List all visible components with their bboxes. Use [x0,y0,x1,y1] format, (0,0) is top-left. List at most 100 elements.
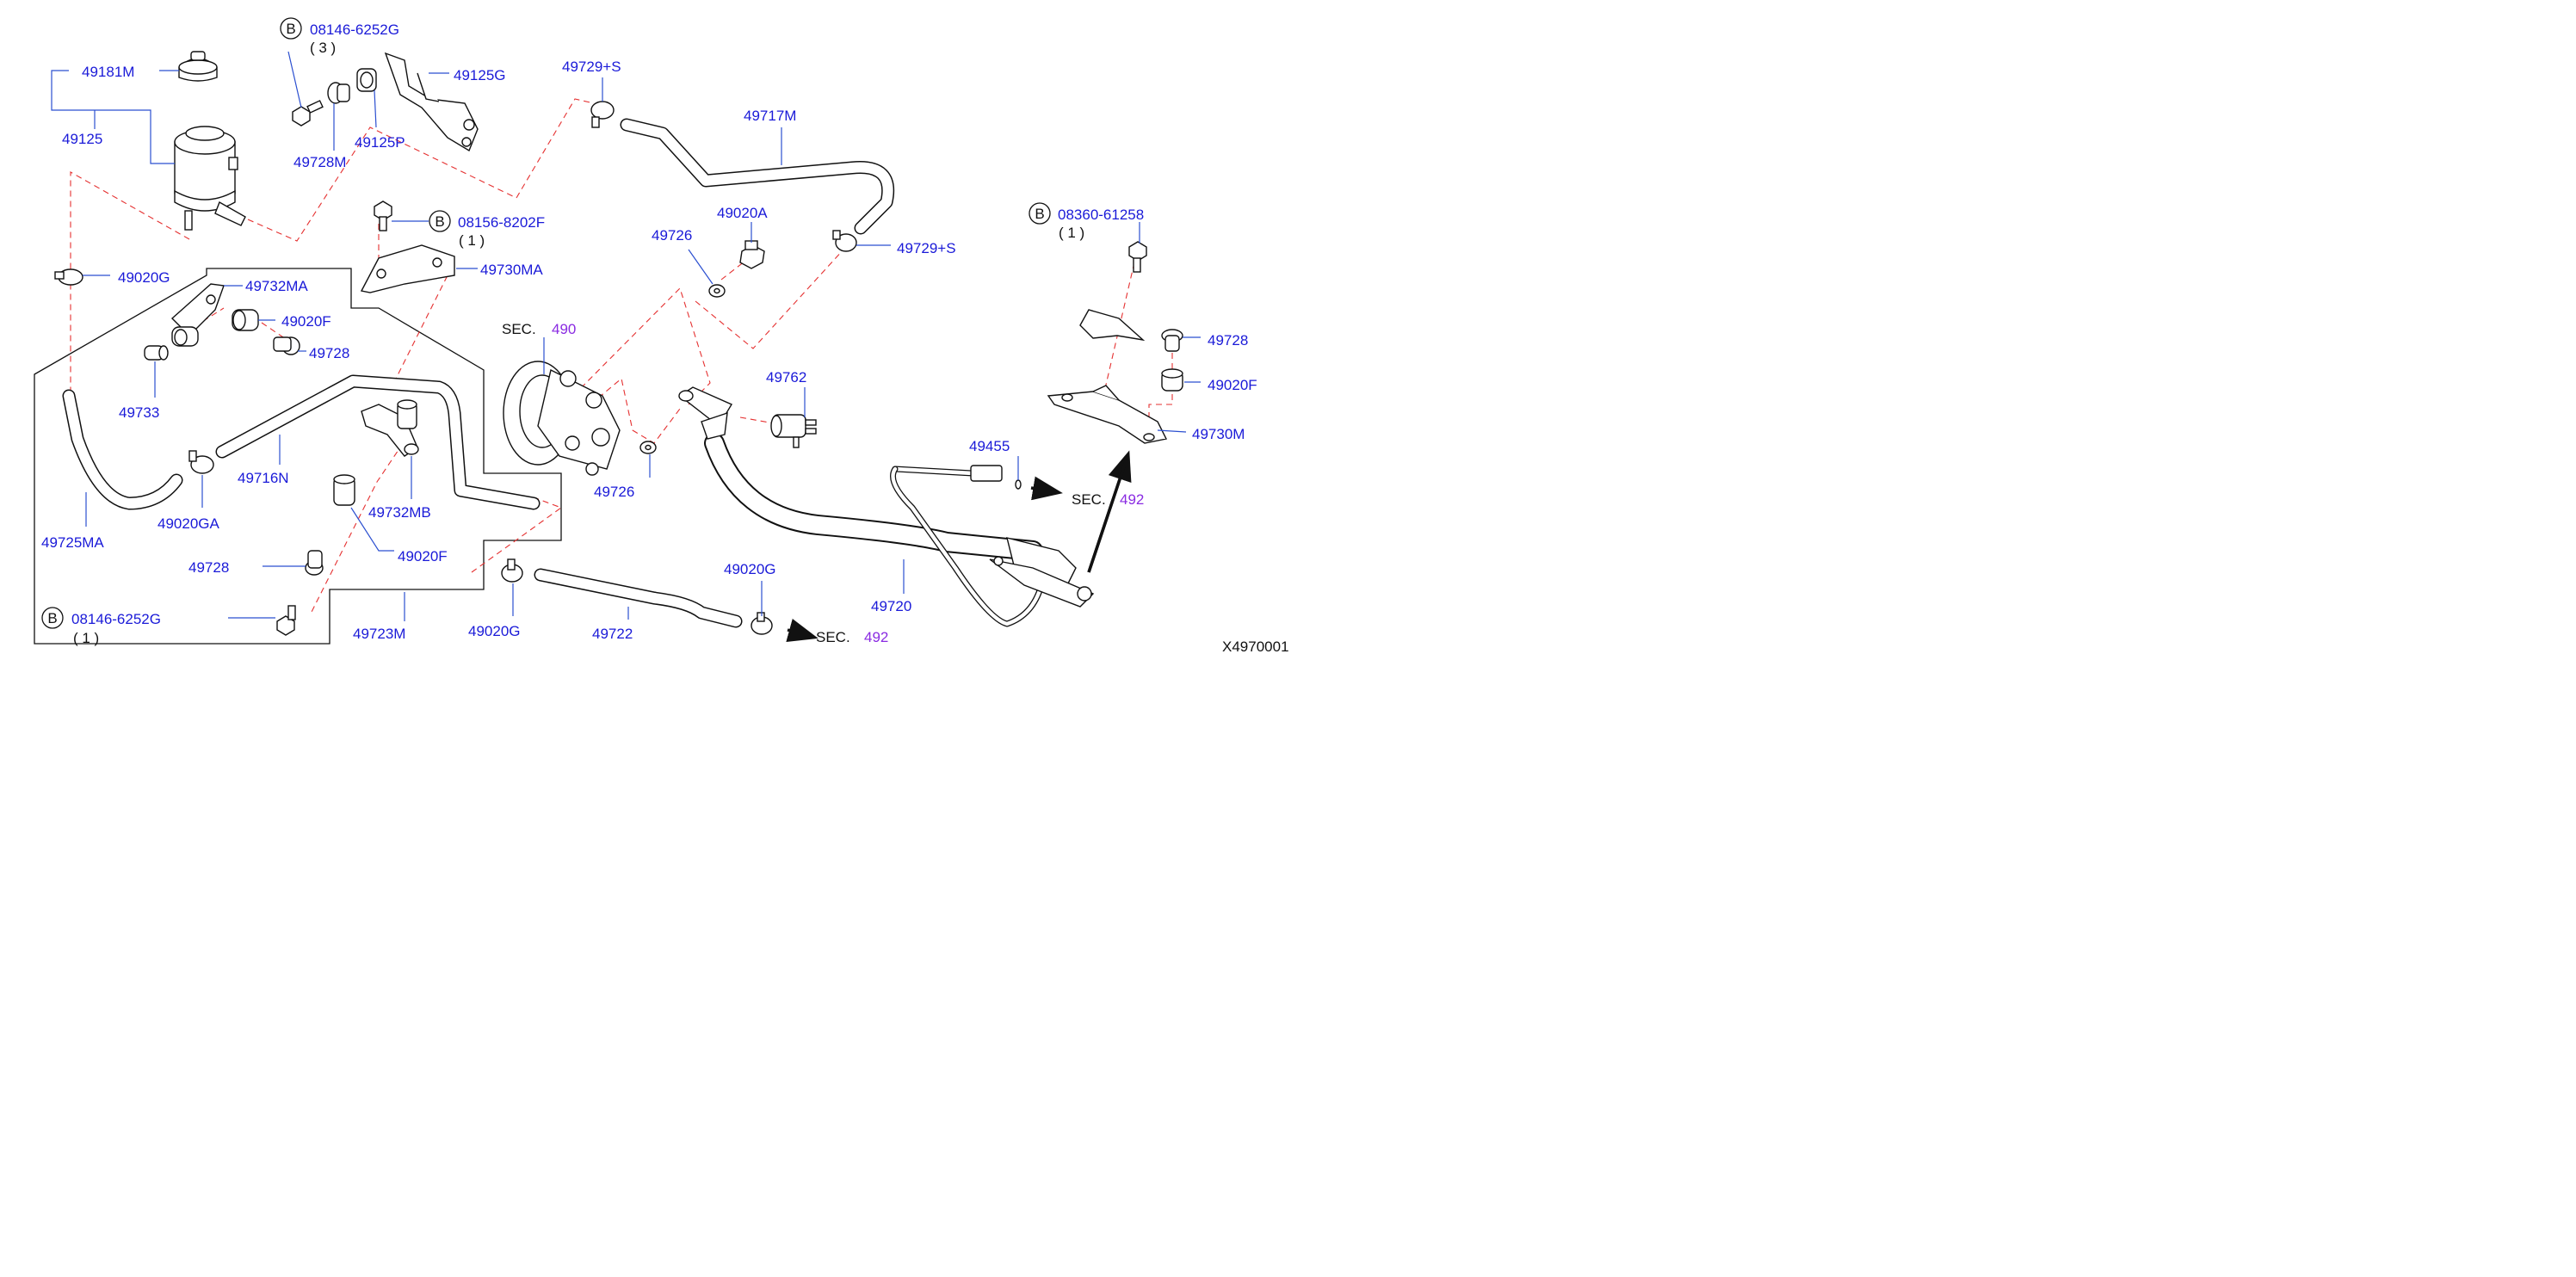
label-sec-490[interactable]: 490 [552,321,576,337]
label-sec-492-right-prefix: SEC. [1072,491,1106,508]
bolt-marker-letter: B [435,213,444,230]
pressure-switch-49762[interactable] [770,414,817,448]
label-49733[interactable]: 49733 [119,404,159,421]
bolt-marker-bottom: B [41,607,64,629]
label-49730M[interactable]: 49730M [1192,426,1245,442]
connector-49020A[interactable] [739,240,765,269]
direction-arrows [786,450,1132,643]
label-sec-492-bottom[interactable]: 492 [864,629,888,645]
grommet-49020F-bottom[interactable] [333,474,355,506]
label-49020A[interactable]: 49020A [717,205,768,221]
bracket-49730MA[interactable] [360,244,455,293]
hose-49725MA[interactable] [62,389,183,510]
pipe-49733[interactable] [144,345,169,361]
bolt-marker-middle: B [429,210,451,232]
reservoir-cap-49181M[interactable] [178,51,218,82]
label-49725MA[interactable]: 49725MA [41,534,104,551]
label-49020G-left[interactable]: 49020G [118,269,170,286]
washer-49726-bottom[interactable] [639,441,657,454]
label-49729S-top[interactable]: 49729+S [562,59,621,75]
clamp-49729S-top[interactable] [590,101,615,128]
label-sec-490-prefix: SEC. [502,321,536,337]
hose-49720[interactable] [678,386,1095,627]
qty-08156: ( 1 ) [459,232,485,249]
label-sec-492-bottom-prefix: SEC. [816,629,850,645]
qty-08360: ( 1 ) [1059,225,1084,241]
clamp-49020G-left[interactable] [54,268,83,286]
bolt-marker-top: B [280,17,302,40]
label-49728-bottom[interactable]: 49728 [188,559,229,576]
clamp-49020G-bottom[interactable] [501,558,523,583]
label-49020G-bottom[interactable]: 49020G [468,623,521,639]
power-steering-pump[interactable] [503,361,621,476]
bracket-49730M[interactable] [1047,385,1168,444]
label-49020GA[interactable]: 49020GA [158,515,219,532]
label-49720[interactable]: 49720 [871,598,911,614]
label-49762[interactable]: 49762 [766,369,806,386]
washer-49728-left-top[interactable] [273,336,300,355]
label-49728-left-top[interactable]: 49728 [309,345,349,361]
hose-49717M[interactable] [620,118,895,235]
label-08146-6252G-bottom[interactable]: 08146-6252G [71,611,161,627]
label-49455[interactable]: 49455 [969,438,1010,454]
label-49732MA[interactable]: 49732MA [245,278,308,294]
label-49125G[interactable]: 49125G [454,67,506,83]
seal-49455[interactable] [1015,479,1022,490]
label-08360-61258[interactable]: 08360-61258 [1058,207,1144,223]
label-sec-492-right[interactable]: 492 [1120,491,1144,508]
qty-08146-bottom: ( 1 ) [73,630,99,646]
label-49730MA[interactable]: 49730MA [480,262,543,278]
label-08146-6252G-top[interactable]: 08146-6252G [310,22,399,38]
label-49722[interactable]: 49722 [592,626,633,642]
washer-49728-bottom[interactable] [305,550,324,576]
grommet-49020F-right[interactable] [1161,368,1183,392]
label-49125P[interactable]: 49125P [355,134,405,151]
label-49728-right[interactable]: 49728 [1208,332,1248,349]
label-49717M[interactable]: 49717M [744,108,796,124]
label-49726-bottom[interactable]: 49726 [594,484,634,500]
part-labels: 49181M 49125 08146-6252G ( 3 ) 49125G 49… [41,22,1289,655]
label-08156-8202F[interactable]: 08156-8202F [458,214,545,231]
diagram-code: X4970001 [1222,638,1289,655]
label-49020F-bottom[interactable]: 49020F [398,548,448,564]
label-49716N[interactable]: 49716N [238,470,289,486]
power-steering-parts-diagram: B B B B 49181M 49125 08146-6252G ( 3 ) 4… [34,17,1289,655]
hose-49722[interactable] [534,568,743,628]
bolt-marker-right: B [1029,202,1051,225]
washer-49728M[interactable] [327,82,350,104]
label-49020F-top[interactable]: 49020F [281,313,331,330]
grommet-49020F-top[interactable] [232,309,259,331]
clamp-49729S-right[interactable] [832,230,857,252]
sub-assembly-frame [34,268,562,645]
bolt-marker-letter: B [1035,206,1044,222]
pipe-49716N[interactable] [215,374,541,510]
clamp-49020G-right[interactable] [751,612,773,635]
assembly-dashed-lines [70,98,1173,616]
bolt-08156-8202F[interactable] [374,200,392,231]
label-49726-top[interactable]: 49726 [652,227,692,244]
bolt-08146-top[interactable] [292,100,324,126]
leader-lines [51,51,1201,621]
bolt-marker-letter: B [47,610,57,626]
label-49728M[interactable]: 49728M [293,154,346,170]
grommet-49125P[interactable] [356,68,377,92]
reservoir-tank-49125[interactable] [174,126,246,231]
label-49732MB[interactable]: 49732MB [368,504,431,521]
label-49723M[interactable]: 49723M [353,626,405,642]
label-49020F-right[interactable]: 49020F [1208,377,1257,393]
bracket-49125G[interactable] [384,52,479,152]
bolt-marker-letter: B [286,21,295,37]
washer-49726-top[interactable] [708,284,726,298]
label-49020G-right[interactable]: 49020G [724,561,776,577]
clip-bracket[interactable] [1079,309,1146,342]
label-49729S-right[interactable]: 49729+S [897,240,956,256]
bracket-49732MB[interactable] [361,399,419,457]
label-49125[interactable]: 49125 [62,131,102,147]
qty-08146-top: ( 3 ) [310,40,336,56]
label-49181M[interactable]: 49181M [82,64,134,80]
bolt-08360-61258[interactable] [1128,241,1147,273]
washer-49728-right[interactable] [1161,329,1183,352]
pipe-joint[interactable] [171,326,199,347]
clamp-49020GA[interactable] [188,450,214,474]
bolt-08146-bottom[interactable] [276,605,296,636]
